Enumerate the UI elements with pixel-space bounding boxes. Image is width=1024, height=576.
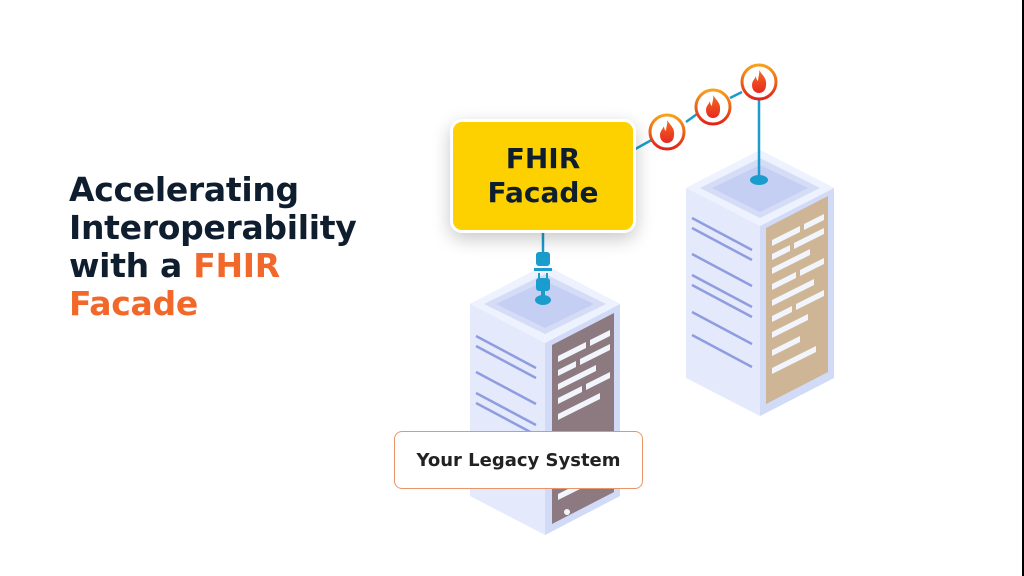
fhir-flame-icon <box>740 63 778 101</box>
legacy-system-label-box: Your Legacy System <box>394 431 643 489</box>
fhir-facade-box: FHIR Facade <box>450 119 636 233</box>
fhir-server-icon <box>686 150 834 416</box>
fhir-port-icon <box>750 175 768 185</box>
title-line-3: with a <box>69 246 194 285</box>
fhir-flame-icon <box>648 113 686 151</box>
fhir-flame-icon <box>694 88 732 126</box>
legacy-system-label: Your Legacy System <box>416 449 621 471</box>
title-accent-fhir: FHIR <box>193 246 280 285</box>
title-line-2: Interoperability <box>69 208 357 247</box>
facade-label-line-1: FHIR <box>505 142 581 175</box>
plug-icon <box>534 252 552 305</box>
window-edge <box>1022 0 1024 576</box>
page-title: Accelerating Interoperability with a FHI… <box>69 170 357 323</box>
legacy-server-icon <box>470 265 620 535</box>
title-line-1: Accelerating <box>69 170 299 209</box>
facade-label-line-2: Facade <box>487 176 599 209</box>
title-accent-facade: Facade <box>69 284 198 323</box>
